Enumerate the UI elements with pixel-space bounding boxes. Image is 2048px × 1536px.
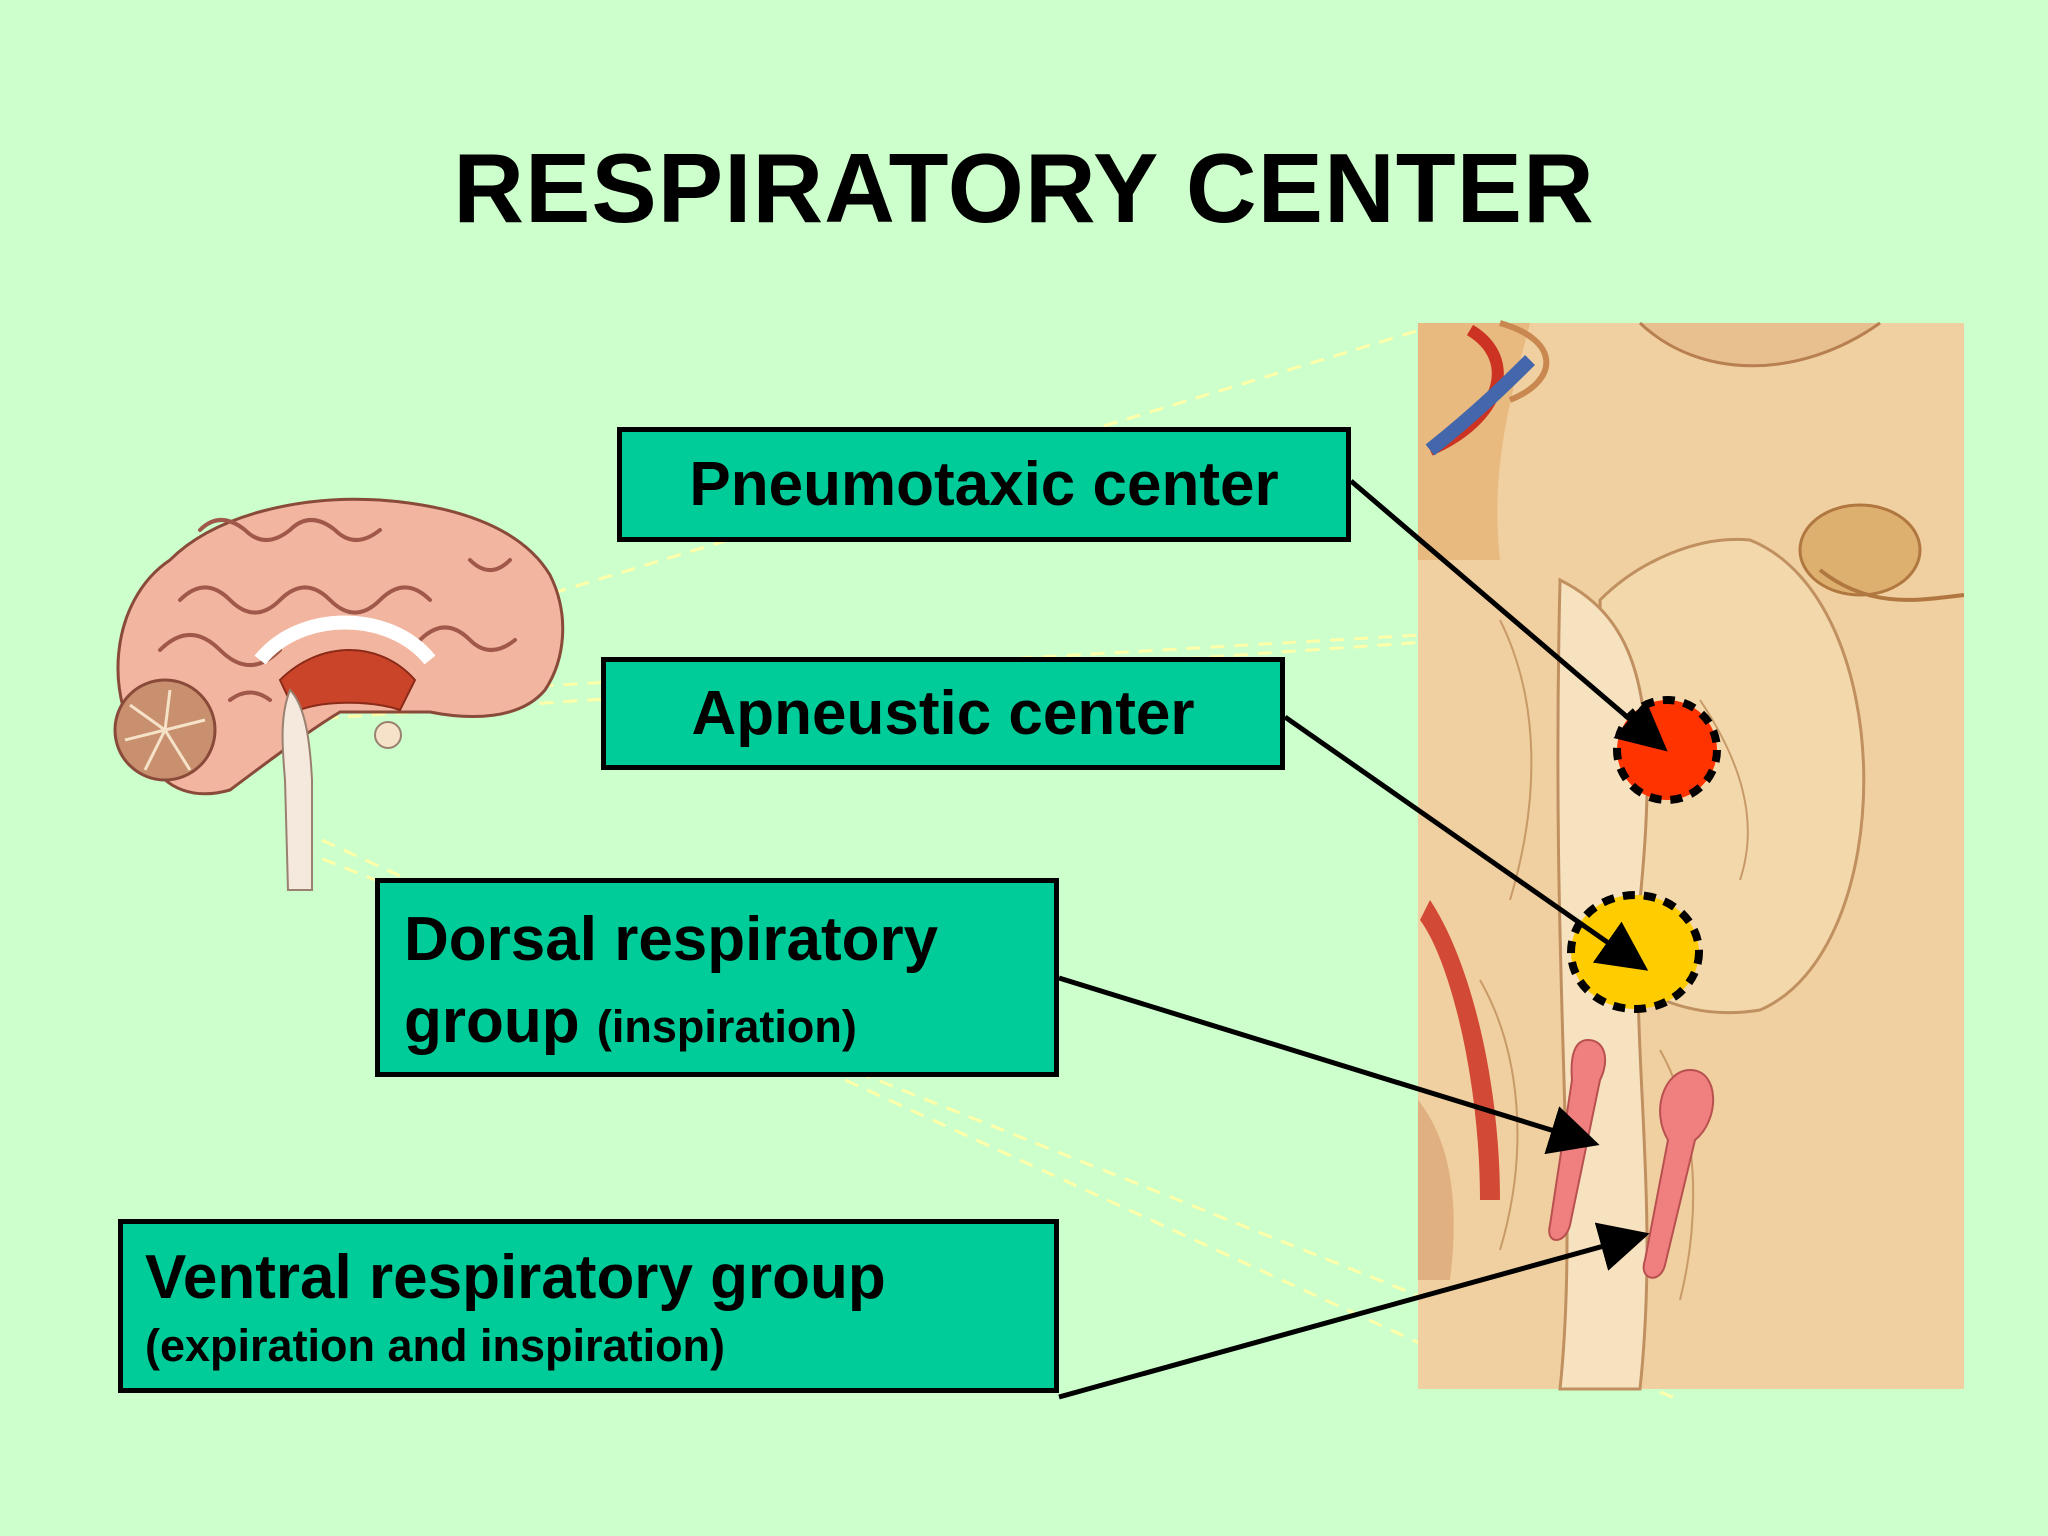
ventral-note-text: (expiration and inspiration): [145, 1320, 726, 1371]
pneumotaxic-center-label: Pneumotaxic center: [617, 427, 1351, 542]
ventral-main-text: Ventral respiratory group: [145, 1243, 886, 1312]
dorsal-line2-text: group: [404, 987, 580, 1056]
pneumotaxic-arrow: [1349, 479, 1668, 752]
dorsal-line1-text: Dorsal respiratory: [404, 905, 939, 974]
ventral-group-marker: [1642, 1068, 1715, 1279]
apneustic-center-text: Apneustic center: [691, 679, 1195, 748]
apneustic-arrow: [1283, 714, 1649, 971]
dorsal-note-text: (inspiration): [596, 1001, 857, 1052]
brainstem-icon: [1418, 320, 1965, 1391]
apneustic-center-label: Apneustic center: [601, 657, 1285, 770]
page-title: RESPIRATORY CENTER: [453, 133, 1595, 243]
pneumotaxic-center-text: Pneumotaxic center: [689, 450, 1279, 519]
apneustic-marker: [1567, 891, 1703, 1013]
brain-icon: [113, 497, 565, 891]
pneumotaxic-marker: [1613, 696, 1721, 804]
dorsal-arrow: [1058, 975, 1600, 1155]
ventral-respiratory-group-label: Ventral respiratory group (expiration an…: [118, 1219, 1059, 1393]
dorsal-respiratory-group-label: Dorsal respiratory group (inspiration): [375, 878, 1059, 1077]
ventral-arrow: [1058, 1222, 1650, 1400]
